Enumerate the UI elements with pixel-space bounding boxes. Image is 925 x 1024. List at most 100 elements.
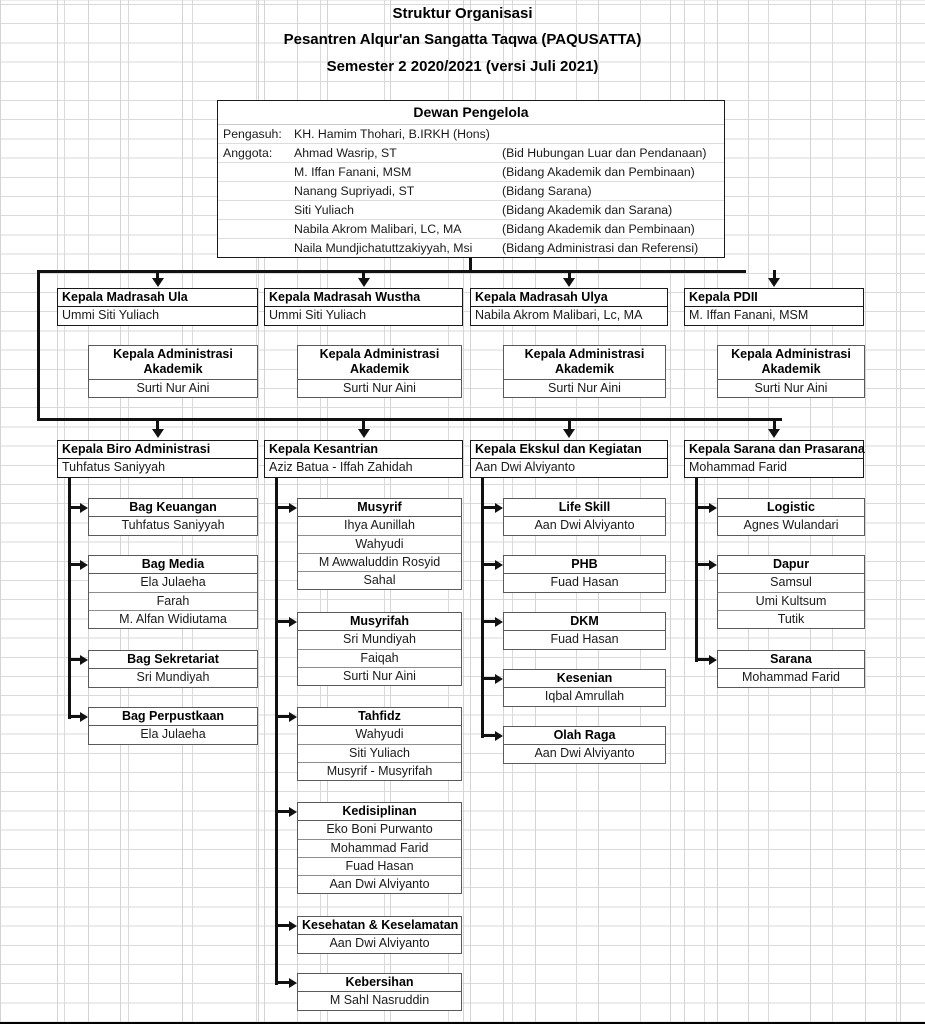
unit-box-member: Sri Mundiyah (89, 669, 257, 687)
connector-horizontal (481, 620, 496, 623)
unit-box-member: Fuad Hasan (298, 857, 461, 876)
dewan-row-name: KH. Hamim Thohari, B.IRKH (Hons) (294, 126, 490, 141)
dewan-row-name: Nanang Supriyadi, ST (294, 183, 415, 198)
connector-vertical (469, 258, 472, 273)
arrow-down-icon (357, 429, 370, 438)
arrow-right-icon (80, 559, 88, 570)
connector-horizontal (481, 677, 496, 680)
dewan-row-name: Ahmad Wasrip, ST (294, 145, 397, 160)
unit-box-title: Sarana (718, 651, 864, 670)
arrow-right-icon (80, 502, 88, 513)
arrow-right-icon (709, 654, 717, 665)
administrasi-akademik-box-3-member: Surti Nur Aini (718, 379, 864, 397)
unit-box-member: Ela Julaeha (89, 574, 257, 593)
arrow-right-icon (495, 616, 503, 627)
dewan-row: Pengasuh: KH. Hamim Thohari, B.IRKH (Hons… (218, 125, 724, 144)
connector-horizontal (481, 563, 496, 566)
unit-box-member: Ihya Aunillah (298, 517, 461, 536)
arrow-right-icon (289, 502, 297, 513)
unit-box-member: Aan Dwi Alviyanto (504, 517, 665, 535)
arrow-right-icon (495, 673, 503, 684)
unit-box-title: Musyrifah (298, 613, 461, 632)
unit-box-title: Musyrif (298, 499, 461, 518)
unit-box-title: Bag Perpustkaan (89, 708, 257, 727)
dewan-row: M. Iffan Fanani, MSM(Bidang Akademik dan… (218, 163, 724, 182)
unit-box-member: Tutik (718, 610, 864, 628)
arrow-right-icon (289, 616, 297, 627)
unit-box-member: Eko Boni Purwanto (298, 821, 461, 840)
connector-vertical (275, 478, 278, 985)
division-head-box-1-title: Kepala Kesantrian (265, 441, 462, 460)
madrasah-head-box-1-member: Ummi Siti Yuliach (265, 307, 462, 325)
unit-box-title: Logistic (718, 499, 864, 518)
unit-box-member: Iqbal Amrullah (504, 688, 665, 706)
administrasi-akademik-box-1-member: Surti Nur Aini (298, 379, 461, 397)
dewan-pengelola-rows: Pengasuh: KH. Hamim Thohari, B.IRKH (Hons… (218, 125, 724, 257)
arrow-down-icon (151, 278, 164, 287)
unit-box-title: Bag Sekretariat (89, 651, 257, 670)
connector-horizontal (275, 620, 290, 623)
connector-vertical (156, 270, 159, 279)
arrow-down-icon (563, 278, 575, 287)
connector-horizontal (481, 734, 496, 737)
madrasah-head-box-0-member: Ummi Siti Yuliach (58, 307, 257, 325)
dewan-pengelola-box: Dewan Pengelola Pengasuh:KH. Hamim Thoha… (217, 100, 725, 258)
division-head-box-1-member: Aziz Batua - Iffah Zahidah (265, 459, 462, 477)
unit-box-member: Umi Kultsum (718, 592, 864, 611)
unit-box-member: M Sahl Nasruddin (298, 992, 461, 1010)
connector-horizontal (275, 924, 290, 927)
unit-box-member: Musyrif - Musyrifah (298, 762, 461, 780)
dewan-row-label: Anggota: (223, 145, 273, 160)
connector-horizontal (695, 658, 710, 661)
dewan-row: Anggota:Ahmad Wasrip, ST(Bid Hubungan Lu… (218, 144, 724, 163)
unit-box-title: Tahfidz (298, 708, 461, 727)
unit-box-member: M Awwaluddin Rosyid (298, 553, 461, 572)
dewan-row-name: Naila Mundjichatuttzakiyyah, Msi (294, 240, 473, 255)
page-subtitle: Pesantren Alqur'an Sangatta Taqwa (PAQUS… (283, 31, 642, 48)
connector-horizontal (481, 506, 496, 509)
unit-box-title: DKM (504, 613, 665, 632)
administrasi-akademik-box-2-member: Surti Nur Aini (504, 379, 665, 397)
unit-box-member: Tuhfatus Saniyyah (89, 517, 257, 535)
dewan-row-note: (Bidang Akademik dan Pembinaan) (502, 164, 695, 179)
arrow-right-icon (709, 502, 717, 513)
madrasah-head-box-3-member: M. Iffan Fanani, MSM (685, 307, 863, 325)
dewan-row-note: (Bidang Sarana) (502, 183, 592, 198)
connector-horizontal (68, 506, 81, 509)
division-head-box-2-title: Kepala Ekskul dan Kegiatan (471, 441, 667, 460)
madrasah-head-box-0-title: Kepala Madrasah Ula (58, 289, 257, 308)
arrow-down-icon (768, 278, 780, 287)
dewan-row-note: (Bidang Akademik dan Sarana) (502, 202, 673, 217)
connector-horizontal (68, 715, 81, 718)
madrasah-head-box-1-title: Kepala Madrasah Wustha (265, 289, 462, 308)
unit-box-title: Bag Keuangan (89, 499, 257, 518)
unit-box-member: Fuad Hasan (504, 631, 665, 649)
arrow-right-icon (80, 711, 88, 722)
administrasi-akademik-box-0-member: Surti Nur Aini (89, 379, 257, 397)
unit-box-title: Kedisiplinan (298, 803, 461, 822)
dewan-row-label: Pengasuh: (223, 126, 282, 141)
unit-box-title: Kesehatan & Keselamatan (298, 917, 461, 936)
unit-box-member: Mohammad Farid (298, 839, 461, 858)
